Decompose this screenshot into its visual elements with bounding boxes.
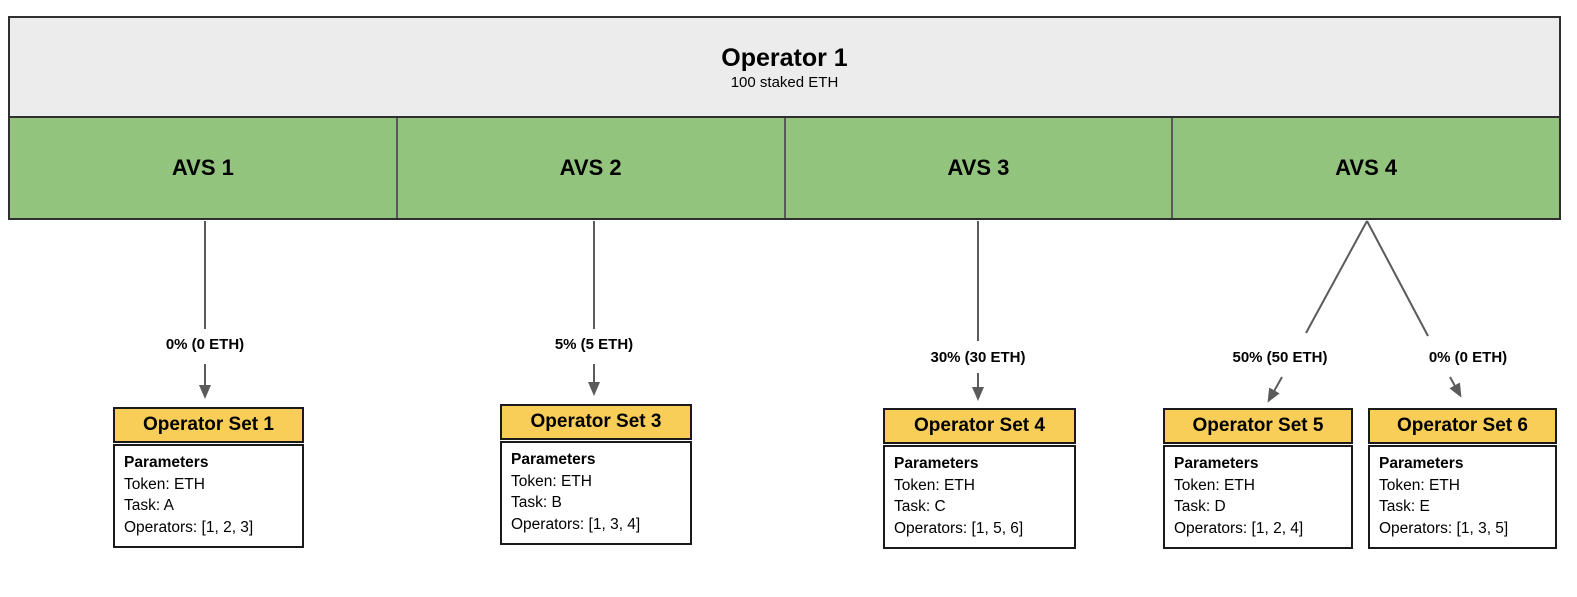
avs-label: AVS 4: [1335, 155, 1398, 180]
allocation-label-set4: 30% (30 ETH): [927, 349, 1029, 366]
param-operators: Operators: [1, 2, 4]: [1174, 519, 1304, 537]
param-token: Token: ETH: [1379, 476, 1460, 494]
operator-title: Operator 1: [721, 43, 848, 72]
operator-set-card-3: Operator Set 3 Parameters Token: ETH Tas…: [500, 404, 692, 545]
allocation-label-set6: 0% (0 ETH): [1425, 349, 1511, 366]
operator-set-title: Operator Set 4: [883, 408, 1076, 444]
operator-set-card-6: Operator Set 6 Parameters Token: ETH Tas…: [1368, 408, 1557, 549]
param-task: Task: E: [1379, 498, 1430, 515]
operator-set-parameters: Parameters Token: ETH Task: C Operators:…: [883, 445, 1076, 549]
param-token: Token: ETH: [894, 476, 975, 494]
param-operators: Operators: [1, 3, 4]: [511, 515, 641, 533]
operator-set-parameters: Parameters Token: ETH Task: E Operators:…: [1368, 445, 1557, 549]
avs-row: AVS 1 AVS 2 AVS 3 AVS 4: [8, 118, 1561, 220]
avs-label: AVS 3: [947, 155, 1010, 180]
operator-set-title: Operator Set 3: [500, 404, 692, 440]
parameters-heading: Parameters: [511, 451, 596, 468]
allocation-label-set1: 0% (0 ETH): [162, 336, 248, 353]
operator-subtitle: 100 staked ETH: [730, 73, 839, 91]
avs-label: AVS 2: [559, 155, 622, 180]
arrow-avs4-to-set6-lower: [1449, 376, 1462, 398]
operator-set-card-1: Operator Set 1 Parameters Token: ETH Tas…: [113, 407, 304, 548]
parameters-heading: Parameters: [124, 454, 209, 471]
operator-set-parameters: Parameters Token: ETH Task: D Operators:…: [1163, 445, 1353, 549]
param-operators: Operators: [1, 3, 5]: [1379, 519, 1509, 537]
avs-cell-1: AVS 1: [10, 118, 398, 218]
arrow-avs4-to-set5-upper: [1305, 220, 1368, 334]
operator-set-parameters: Parameters Token: ETH Task: B Operators:…: [500, 441, 692, 545]
parameters-heading: Parameters: [1379, 455, 1464, 472]
operator-set-parameters: Parameters Token: ETH Task: A Operators:…: [113, 444, 304, 548]
allocation-label-set5: 50% (50 ETH): [1229, 349, 1331, 366]
param-task: Task: C: [894, 498, 946, 515]
param-operators: Operators: [1, 2, 3]: [124, 518, 254, 536]
operator-box: Operator 1 100 staked ETH: [8, 16, 1561, 118]
avs-cell-3: AVS 3: [785, 118, 1174, 218]
operator-set-title: Operator Set 5: [1163, 408, 1353, 444]
param-task: Task: B: [511, 494, 562, 511]
param-token: Token: ETH: [124, 475, 205, 493]
param-token: Token: ETH: [511, 472, 592, 490]
arrow-avs4-to-set5-lower: [1267, 376, 1283, 403]
arrow-avs4-to-set6-upper: [1366, 220, 1429, 337]
allocation-label-set3: 5% (5 ETH): [551, 336, 637, 353]
avs-cell-2: AVS 2: [397, 118, 786, 218]
param-token: Token: ETH: [1174, 476, 1255, 494]
parameters-heading: Parameters: [1174, 455, 1259, 472]
param-task: Task: D: [1174, 498, 1226, 515]
parameters-heading: Parameters: [894, 455, 979, 472]
operator-set-card-5: Operator Set 5 Parameters Token: ETH Tas…: [1163, 408, 1353, 549]
operator-set-title: Operator Set 1: [113, 407, 304, 443]
param-task: Task: A: [124, 497, 174, 514]
operator-set-title: Operator Set 6: [1368, 408, 1557, 444]
avs-cell-4: AVS 4: [1173, 118, 1559, 218]
param-operators: Operators: [1, 5, 6]: [894, 519, 1024, 537]
operator-set-card-4: Operator Set 4 Parameters Token: ETH Tas…: [883, 408, 1076, 549]
avs-label: AVS 1: [171, 155, 234, 180]
